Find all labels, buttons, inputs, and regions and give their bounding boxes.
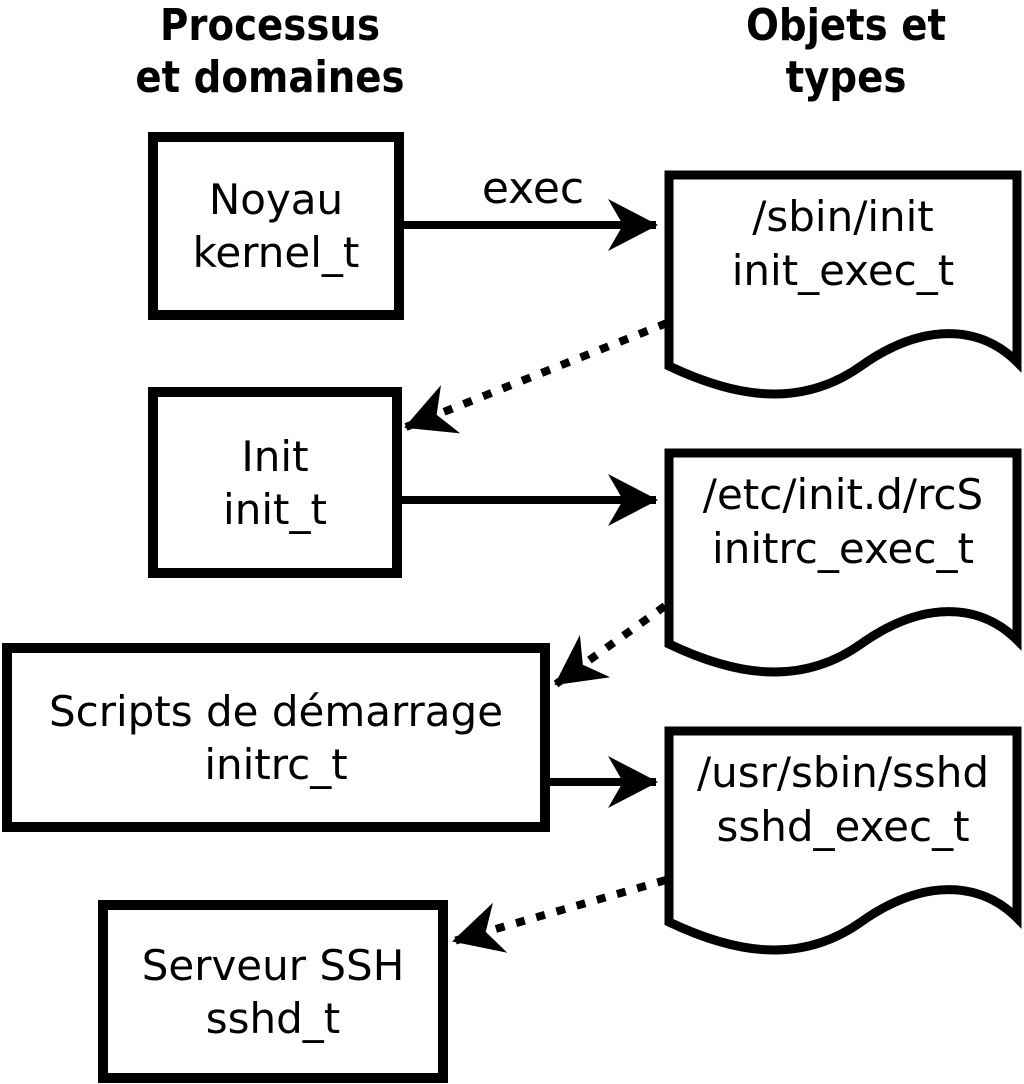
object-path: /usr/sbin/sshd bbox=[696, 748, 990, 797]
process-type: init_t bbox=[223, 484, 327, 534]
process-box-kernel: Noyau kernel_t bbox=[148, 132, 404, 320]
exec-arrow-label: exec bbox=[481, 163, 585, 214]
document-shape bbox=[664, 170, 1022, 399]
object-type: init_exec_t bbox=[731, 246, 955, 295]
header-processes-line1: Processus bbox=[160, 0, 380, 51]
header-processes-line2: et domaines bbox=[135, 52, 405, 103]
process-box-initrc: Scripts de démarrage initrc_t bbox=[2, 643, 550, 832]
document-shape bbox=[664, 726, 1022, 955]
object-type: sshd_exec_t bbox=[716, 802, 970, 851]
object-path: /sbin/init bbox=[752, 192, 934, 241]
object-doc-sshd: /usr/sbin/sshd sshd_exec_t bbox=[664, 726, 1022, 971]
object-doc-init: /sbin/init init_exec_t bbox=[664, 170, 1022, 415]
header-objects-line1: Objets et bbox=[746, 0, 946, 51]
object-path: /etc/init.d/rcS bbox=[702, 470, 984, 519]
transition-arrow-initrc-exec-to-initrc bbox=[553, 602, 668, 688]
transition-arrow-init-exec-to-init bbox=[404, 319, 669, 434]
transition-arrow-sshd-exec-to-sshd bbox=[452, 876, 668, 953]
document-shape bbox=[664, 448, 1022, 677]
process-box-init: Init init_t bbox=[148, 387, 402, 578]
process-box-sshd: Serveur SSH sshd_t bbox=[98, 900, 448, 1083]
process-name: Init bbox=[241, 431, 309, 481]
object-doc-initrc: /etc/init.d/rcS initrc_exec_t bbox=[664, 448, 1022, 693]
header-objects-line2: types bbox=[785, 52, 907, 103]
process-type: initrc_t bbox=[204, 739, 348, 789]
process-name: Noyau bbox=[208, 175, 344, 224]
process-type: kernel_t bbox=[192, 228, 360, 277]
object-type: initrc_exec_t bbox=[712, 524, 974, 573]
column-header-objects: Objets et types bbox=[626, 0, 1024, 104]
process-name: Scripts de démarrage bbox=[48, 686, 504, 736]
column-header-processes: Processus et domaines bbox=[50, 0, 490, 104]
process-type: sshd_t bbox=[205, 993, 341, 1043]
process-name: Serveur SSH bbox=[141, 940, 405, 990]
